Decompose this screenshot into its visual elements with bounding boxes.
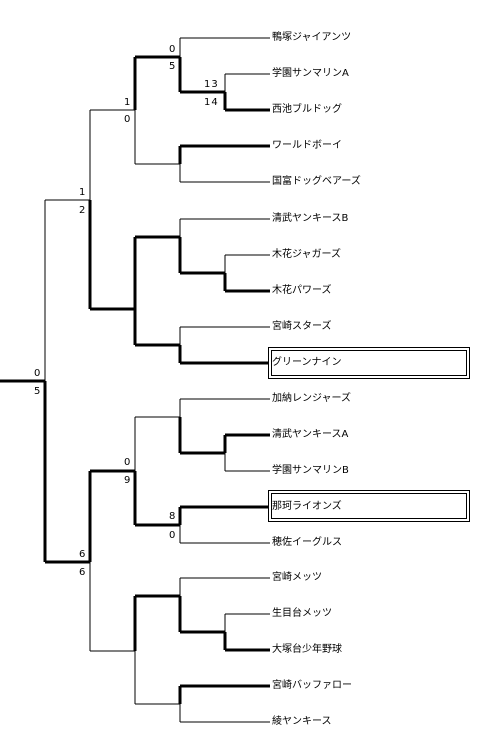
score-label: 5	[34, 386, 42, 397]
score-label: 9	[124, 475, 132, 486]
team-label: 鴨塚ジャイアンツ	[272, 32, 352, 43]
score-label: 1	[79, 187, 87, 198]
score-label: 0	[34, 368, 42, 379]
team-label: 西池ブルドッグ	[272, 104, 342, 115]
team-label: 学園サンマリンB	[272, 465, 349, 476]
team-label: 生目台メッツ	[272, 608, 332, 619]
team-label: 木花パワーズ	[272, 285, 332, 296]
score-label: 8	[169, 511, 177, 522]
team-label: 清武ヤンキースB	[272, 213, 349, 224]
team-label: 宮崎メッツ	[272, 572, 322, 583]
team-label: 加納レンジャーズ	[272, 393, 351, 404]
team-label-highlighted: 那珂ライオンズ	[272, 501, 342, 512]
score-label: 0	[169, 44, 177, 55]
score-label: 0	[124, 114, 132, 125]
score-label: 1	[124, 97, 132, 108]
team-label: 穂佐イーグルス	[272, 537, 342, 548]
score-label: 0	[124, 457, 132, 468]
team-label: ワールドボーイ	[272, 140, 342, 151]
team-label: 清武ヤンキースA	[272, 429, 349, 440]
team-label: 国富ドッグベアーズ	[272, 176, 361, 187]
highlight-box-naka-lions	[268, 490, 470, 522]
score-label: 14	[204, 97, 219, 108]
score-label: 6	[79, 567, 87, 578]
score-label: 13	[204, 79, 219, 90]
team-label-highlighted: グリーンナイン	[272, 357, 342, 368]
team-label: 宮崎スターズ	[272, 321, 332, 332]
team-label: 綾ヤンキース	[272, 716, 332, 727]
score-label: 5	[169, 61, 177, 72]
team-label: 宮崎バッファロー	[272, 680, 352, 691]
team-label: 学園サンマリンA	[272, 68, 349, 79]
score-label: 6	[79, 549, 87, 560]
team-label: 大塚台少年野球	[272, 644, 342, 655]
team-label: 木花ジャガーズ	[272, 249, 341, 260]
highlight-box-green-nine	[268, 347, 470, 379]
score-label: 2	[79, 205, 87, 216]
score-label: 0	[169, 530, 177, 541]
